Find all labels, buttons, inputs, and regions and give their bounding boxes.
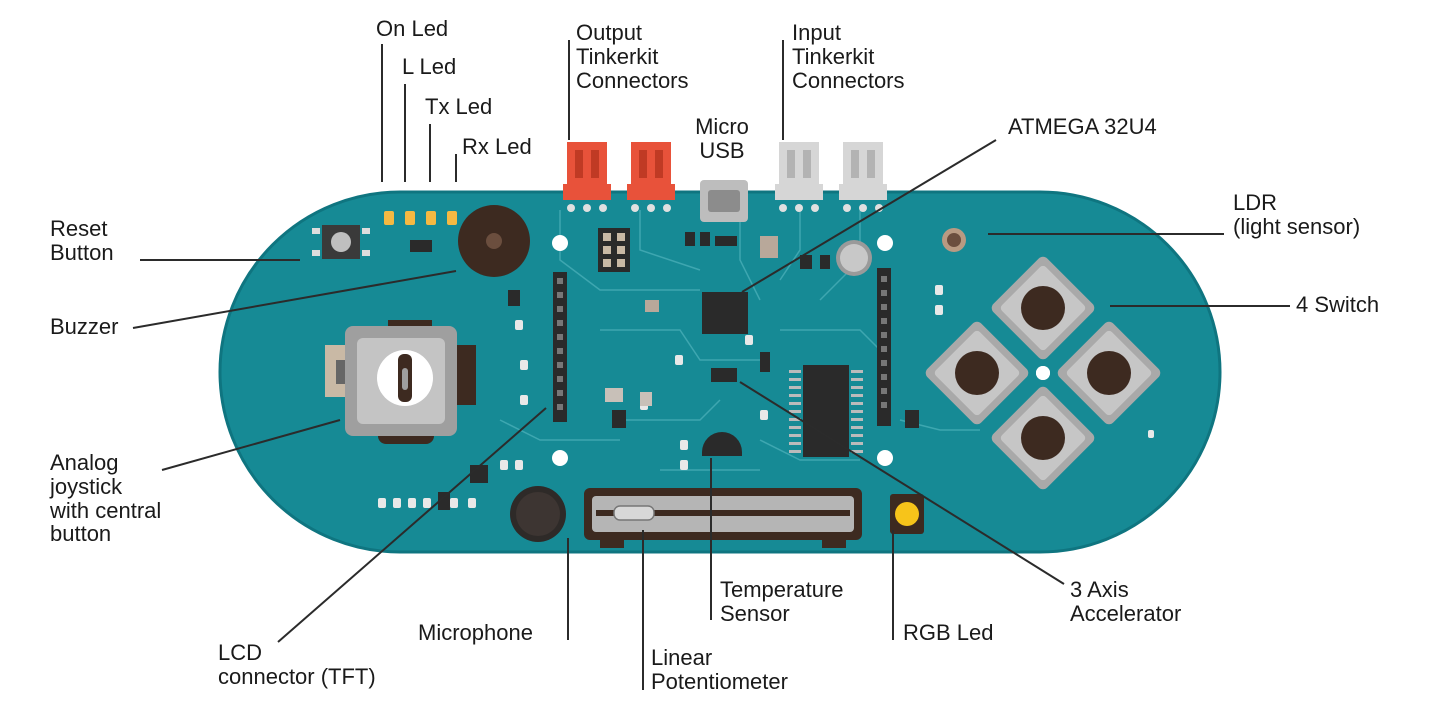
label-ldr-1: LDR <box>1233 190 1277 215</box>
icsp-header <box>598 228 630 272</box>
label-lcd-connector-2: connector (TFT) <box>218 664 376 689</box>
ldr-part <box>942 228 966 252</box>
capacitor <box>760 236 778 258</box>
label-output-tinkerkit-1: Output <box>576 20 642 45</box>
label-micro-usb-1: Micro <box>695 114 749 139</box>
label-buzzer: Buzzer <box>50 314 118 339</box>
accelerometer-chip <box>711 368 737 382</box>
label-linear-pot-2: Potentiometer <box>651 669 788 694</box>
label-reset-button-2: Button <box>50 240 114 265</box>
capacitor-small <box>645 300 659 312</box>
label-atmega: ATMEGA 32U4 <box>1008 114 1157 139</box>
circuit-board <box>220 180 1220 552</box>
label-input-tinkerkit-2: Tinkerkit <box>792 44 874 69</box>
resistor <box>605 388 623 402</box>
resistor-small <box>640 392 652 406</box>
label-rgb-led: RGB Led <box>903 620 994 645</box>
label-ldr-2: (light sensor) <box>1233 214 1360 239</box>
label-accelerometer-1: 3 Axis <box>1070 577 1129 602</box>
rgb-led-part <box>890 494 924 534</box>
label-output-tinkerkit-3: Connectors <box>576 68 689 93</box>
large-ic <box>789 365 863 457</box>
label-tx-led: Tx Led <box>425 94 492 119</box>
label-output-tinkerkit-2: Tinkerkit <box>576 44 658 69</box>
label-rx-led: Rx Led <box>462 134 532 159</box>
label-microphone: Microphone <box>418 620 533 645</box>
label-lcd-connector-1: LCD <box>218 640 262 665</box>
linear-potentiometer-part <box>584 488 862 548</box>
electrolytic-capacitor <box>836 240 872 276</box>
label-joystick-4: button <box>50 521 111 546</box>
label-reset-button-1: Reset <box>50 216 107 241</box>
label-temp-sensor-1: Temperature <box>720 577 844 602</box>
label-linear-pot-1: Linear <box>651 645 712 670</box>
label-input-tinkerkit-3: Connectors <box>792 68 905 93</box>
label-micro-usb-2: USB <box>699 138 744 163</box>
label-on-led: On Led <box>376 16 448 41</box>
microphone-part <box>510 486 566 542</box>
label-joystick-2: joystick <box>49 474 123 499</box>
label-l-led: L Led <box>402 54 456 79</box>
label-joystick-1: Analog <box>50 450 119 475</box>
label-temp-sensor-2: Sensor <box>720 601 790 626</box>
atmega-chip <box>702 292 748 334</box>
buzzer-part <box>458 205 530 277</box>
label-input-tinkerkit-1: Input <box>792 20 841 45</box>
joystick-part <box>325 320 476 444</box>
label-accelerometer-2: Accelerator <box>1070 601 1181 626</box>
micro-usb-part <box>700 180 748 222</box>
label-joystick-3: with central <box>49 498 161 523</box>
label-four-switch: 4 Switch <box>1296 292 1379 317</box>
